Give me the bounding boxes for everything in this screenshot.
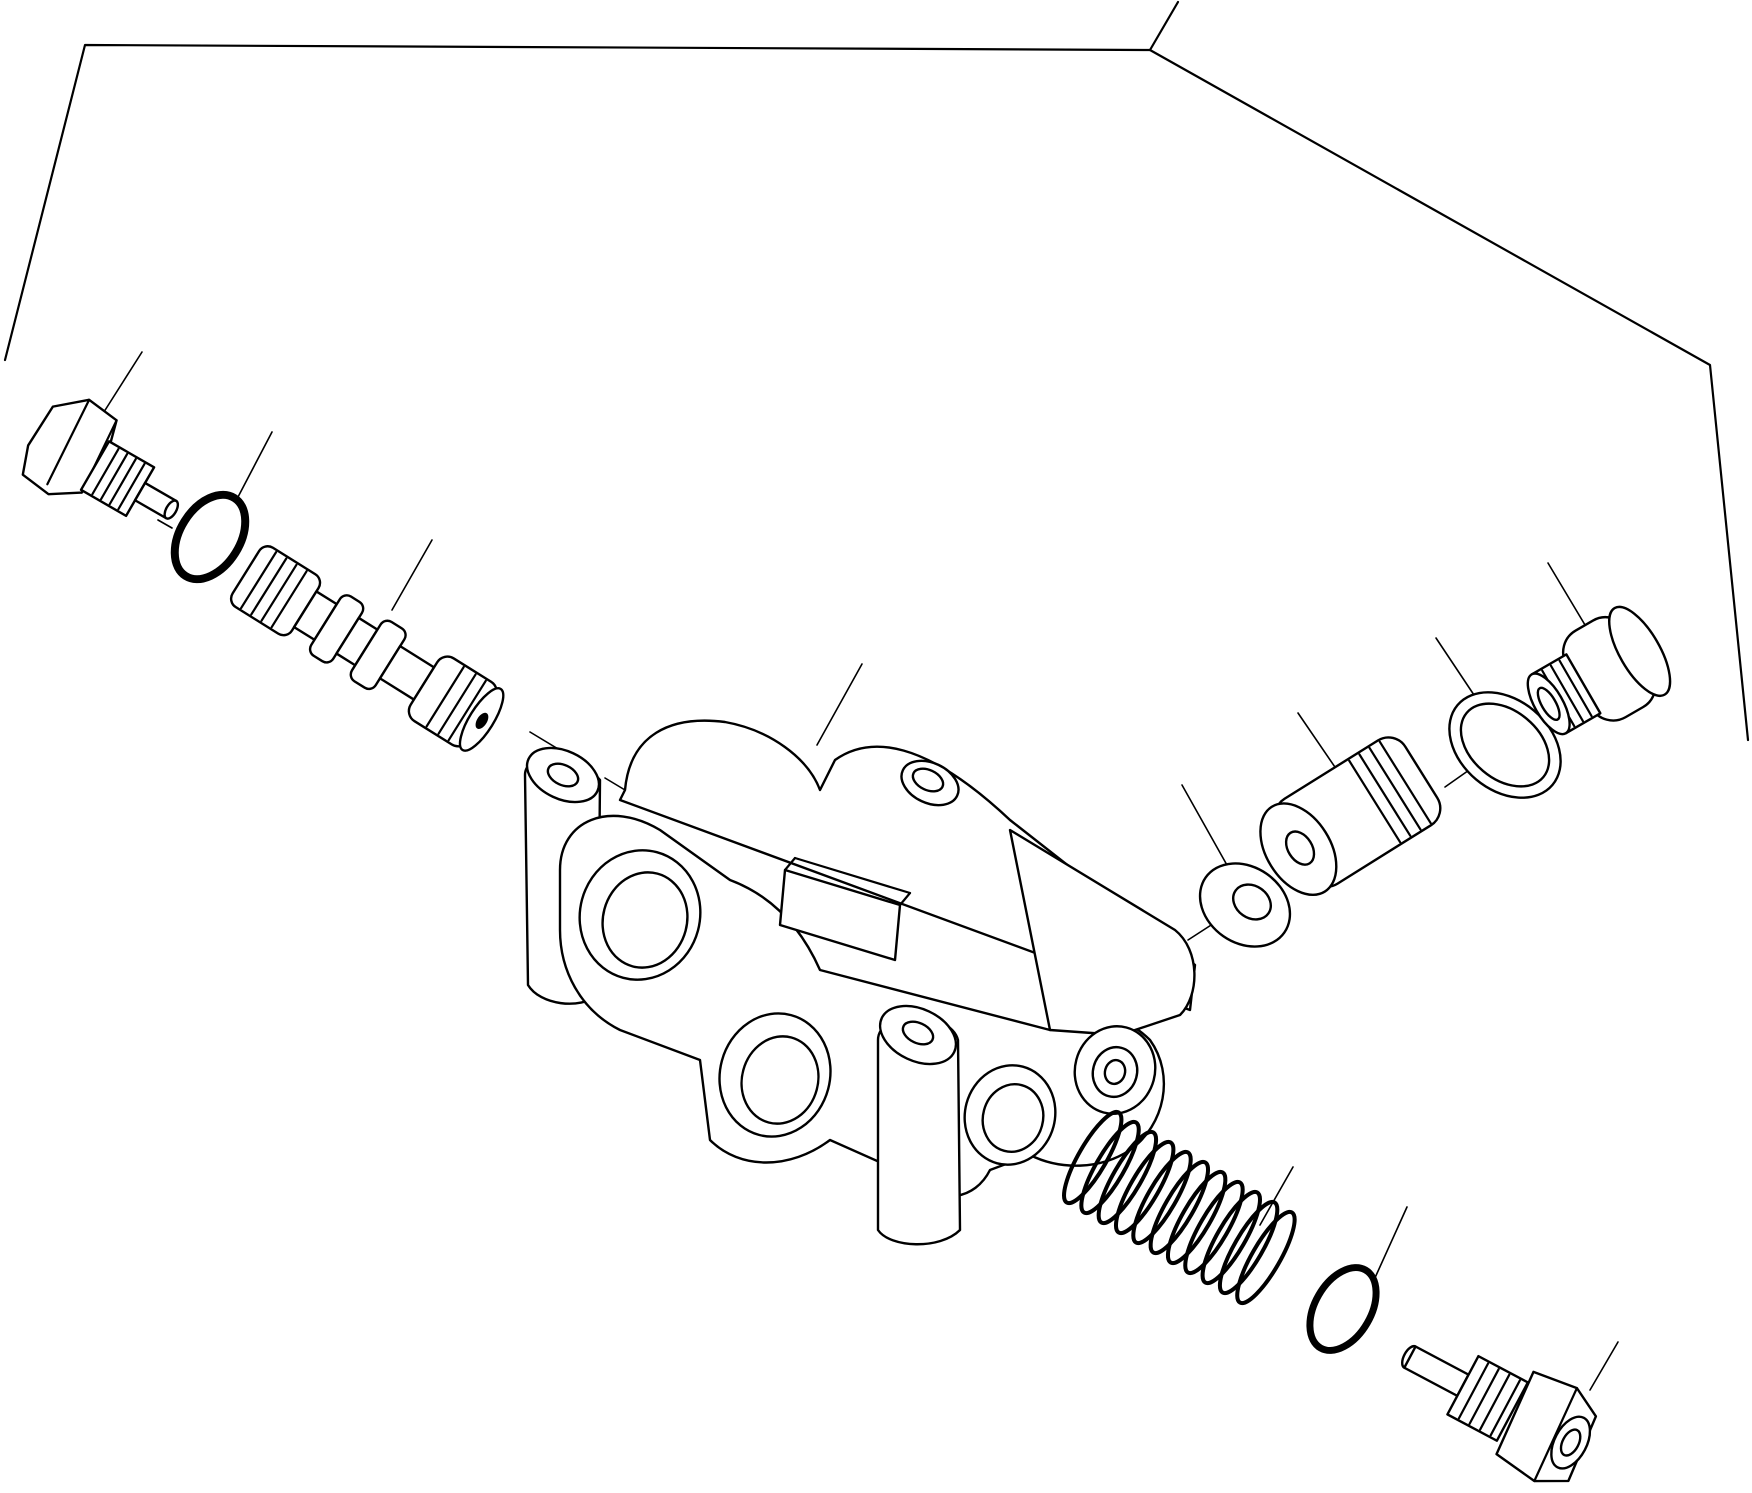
boundary-lines <box>3 0 1750 742</box>
leader-line-spring <box>1259 1166 1294 1226</box>
leader-line-plug-lower-right <box>1589 1341 1619 1391</box>
leader-line-washer <box>1181 784 1233 875</box>
leader-line-plug-upper-left <box>101 351 143 416</box>
hex-plug-icon <box>21 398 180 520</box>
washer-icon <box>1198 862 1292 948</box>
leader-line-spool <box>391 539 433 611</box>
valve-body-icon <box>523 719 1197 1246</box>
flanged-plug-icon <box>1526 605 1672 736</box>
valve-spool-icon <box>229 545 505 752</box>
seal-ring-icon <box>1448 691 1562 799</box>
leader-line-o-ring-upper-left <box>237 431 273 498</box>
o-ring-icon <box>170 490 250 584</box>
leader-line-valve-body <box>816 663 863 746</box>
coil-spring-icon <box>1062 1109 1297 1306</box>
threaded-sleeve-icon <box>1259 736 1442 897</box>
o-ring-icon <box>1306 1264 1380 1354</box>
leader-line-o-ring-lower <box>1373 1206 1408 1281</box>
hex-plug-icon <box>1401 1344 1598 1483</box>
